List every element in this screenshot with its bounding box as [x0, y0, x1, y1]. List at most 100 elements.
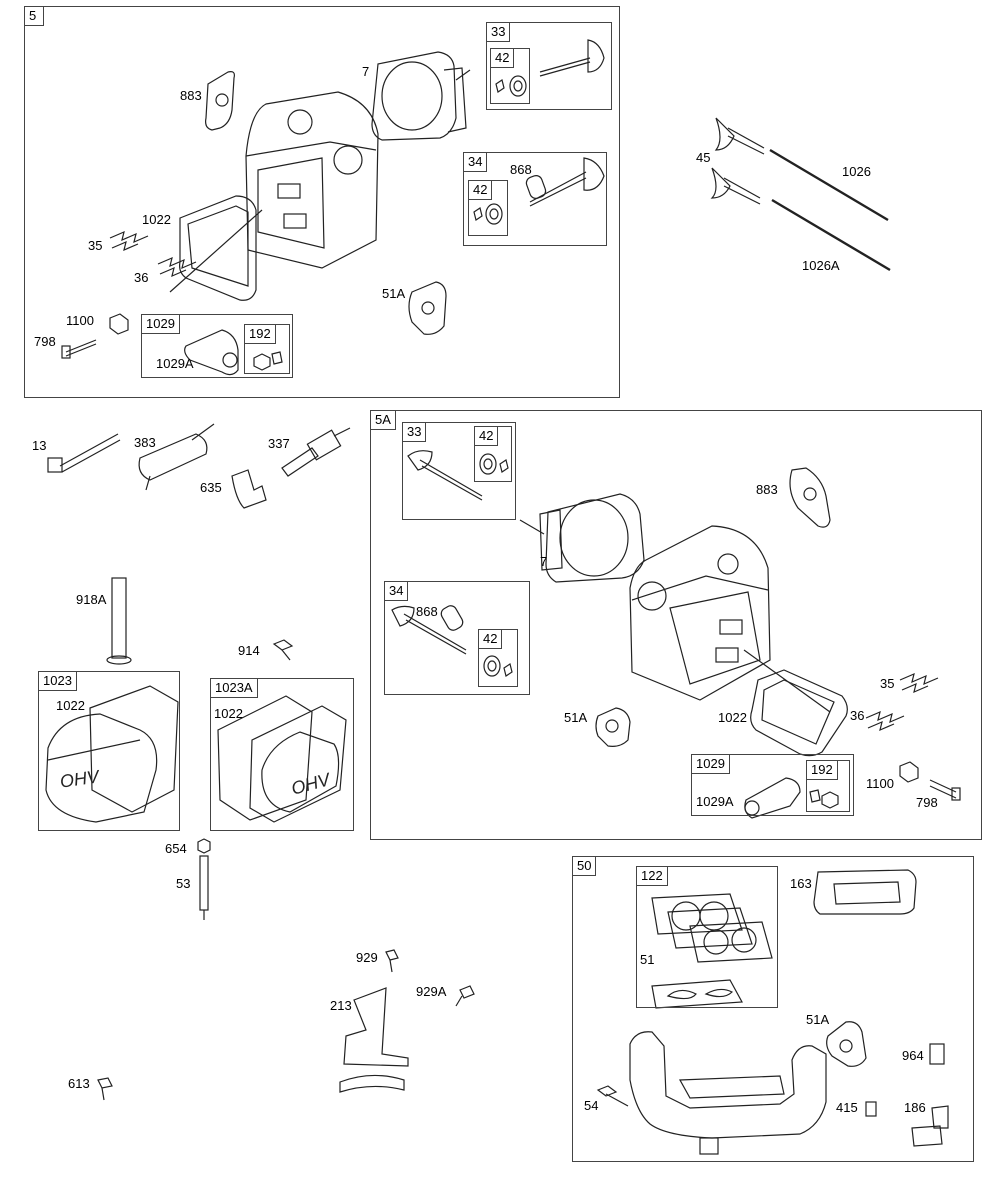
box-42-5a: 42 [474, 426, 512, 482]
spring-36-top [157, 256, 197, 278]
valve-45-lower [710, 167, 761, 205]
tube-964 [929, 1043, 945, 1065]
label-798-top: 798 [34, 334, 56, 349]
label-35-top: 35 [88, 238, 103, 253]
label-929a: 929A [416, 984, 447, 999]
head-gasket-7-top [371, 51, 471, 141]
bolt-798-5a [929, 779, 961, 801]
label-1022-top: 1022 [142, 212, 171, 227]
label-35-5a: 35 [880, 676, 895, 691]
box-33-top: 33 [486, 22, 612, 110]
label-914: 914 [238, 643, 260, 658]
label-1022-5a: 1022 [718, 710, 747, 725]
label-635: 635 [200, 480, 222, 495]
box-192-5a: 192 [806, 760, 850, 812]
gasket-122-set [651, 893, 773, 1009]
exhaust-manifold [629, 1031, 827, 1155]
label-654: 654 [165, 841, 187, 856]
nut-654 [197, 838, 211, 854]
label-1022-1023a: 1022 [214, 706, 243, 721]
box-34-5a-tag: 34 [385, 582, 409, 601]
label-415: 415 [836, 1100, 858, 1115]
valve-cover-gasket-1022-5a [750, 669, 848, 757]
label-51a-50: 51A [806, 1012, 830, 1027]
screw-613 [97, 1077, 113, 1101]
fitting-186 [911, 1105, 949, 1147]
label-883-5a: 883 [756, 482, 778, 497]
gasket-883-5a [789, 467, 831, 528]
part-383 [138, 423, 215, 491]
label-883-top: 883 [180, 88, 202, 103]
pushrod-1026 [769, 148, 889, 222]
box-34-top: 34 [463, 152, 607, 246]
box-1029-top: 1029 [141, 314, 293, 378]
group-50-frame: 50 [572, 856, 974, 1162]
gasket-51a-5a [595, 707, 631, 747]
label-13: 13 [32, 438, 47, 453]
keeper-42-5a [479, 453, 509, 475]
label-613: 613 [68, 1076, 90, 1091]
group-5-tag: 5 [25, 7, 44, 26]
box-192-5a-tag: 192 [807, 761, 838, 780]
fitting-415 [865, 1101, 877, 1117]
box-34-top-tag: 34 [464, 153, 488, 172]
label-53: 53 [176, 876, 191, 891]
box-192-top: 192 [244, 324, 290, 374]
gasket-51a-50 [826, 1021, 867, 1067]
tube-918a [106, 577, 132, 665]
label-51: 51 [640, 952, 655, 967]
box-1029-5a: 1029 [691, 754, 854, 816]
box-33-5a: 33 [402, 422, 516, 520]
box-33-5a-tag: 33 [403, 423, 427, 442]
group-5a-frame: 5A [370, 410, 982, 840]
bolt-13 [47, 433, 121, 473]
screw-929a [455, 985, 475, 1007]
box-42b-top-tag: 42 [469, 181, 493, 200]
box-1023a-tag: 1023A [211, 679, 258, 698]
spring-36-5a [865, 710, 905, 732]
label-1022-1023: 1022 [56, 698, 85, 713]
box-1023a: 1023A [210, 678, 354, 831]
label-337: 337 [268, 436, 290, 451]
box-1023: 1023 [38, 671, 180, 831]
label-36-top: 36 [134, 270, 149, 285]
box-42-5a-tag: 42 [475, 427, 499, 446]
label-36-5a: 36 [850, 708, 865, 723]
label-7-top: 7 [362, 64, 370, 79]
box-42b-top: 42 [468, 180, 508, 236]
label-1026a: 1026A [802, 258, 840, 273]
spring-35-top [109, 230, 149, 252]
keeper-42b-5a [483, 655, 513, 677]
stud-53 [199, 855, 209, 920]
valve-33-5a [407, 450, 483, 501]
group-5a-tag: 5A [371, 411, 396, 430]
gasket-51a-top [408, 281, 447, 335]
label-51a-5a: 51A [564, 710, 588, 725]
clip-1100-top [109, 313, 129, 335]
nut-192-5a [809, 789, 839, 809]
bracket-213 [339, 987, 409, 1093]
valve-33-top [539, 39, 605, 77]
box-42b-5a: 42 [478, 629, 518, 687]
label-964: 964 [902, 1048, 924, 1063]
label-868-top: 868 [510, 162, 532, 177]
nut-192-top [253, 351, 283, 371]
label-163: 163 [790, 876, 812, 891]
spark-plug-337 [281, 427, 351, 477]
label-54: 54 [584, 1098, 599, 1113]
label-1029a-top: 1029A [156, 356, 194, 371]
bolt-798-top [61, 339, 97, 359]
screw-929 [385, 949, 399, 973]
label-868-5a: 868 [416, 604, 438, 619]
box-33-top-tag: 33 [487, 23, 511, 42]
elbow-635 [231, 469, 267, 509]
keeper-42-top [495, 75, 527, 97]
pushrod-1026a [771, 198, 891, 272]
group-5-frame: 5 [24, 6, 620, 398]
head-gasket-7-5a [519, 493, 645, 583]
rocker-1029-top [184, 329, 239, 376]
label-1026: 1026 [842, 164, 871, 179]
label-45: 45 [696, 150, 711, 165]
label-51a-top: 51A [382, 286, 406, 301]
